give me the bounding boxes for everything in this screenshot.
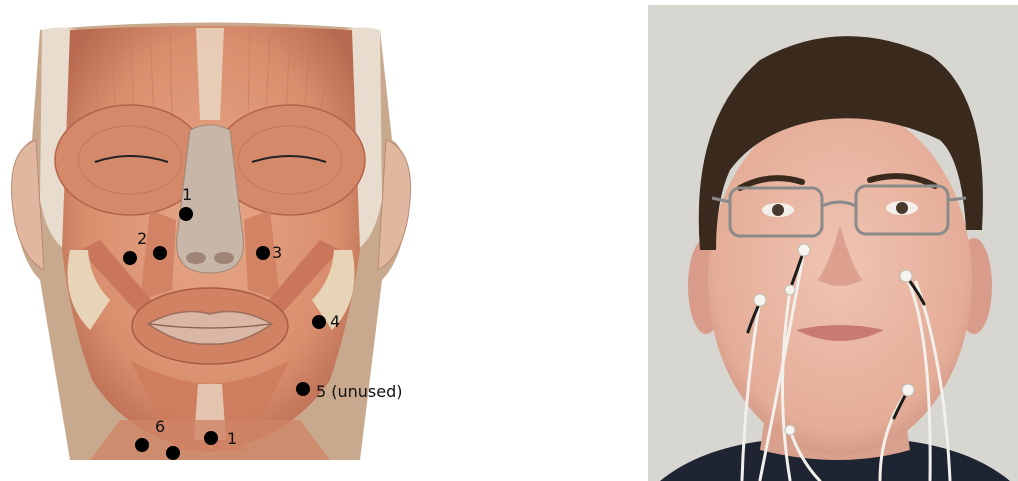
electrode-pad [900,270,912,282]
electrode-marker [166,446,180,460]
subject-photo [648,5,1018,481]
electrode-marker [153,246,167,260]
label-1-upper: 1 [182,185,192,204]
electrode-marker [135,438,149,452]
electrode-marker [204,431,218,445]
electrode-marker [123,251,137,265]
galea-center [196,28,224,120]
electrode-marker [256,246,270,260]
electrode-pad [902,384,914,396]
label-5-unused: 5 (unused) [316,382,403,401]
electrode-pad [785,425,795,435]
electrode-marker [179,207,193,221]
label-4: 4 [330,312,340,331]
label-1-lower: 1 [227,429,237,448]
label-2: 2 [137,229,147,248]
label-3: 3 [272,243,282,262]
electrode-marker [312,315,326,329]
label-6: 6 [155,417,165,436]
electrode-pad [785,285,795,295]
electrode-pad [798,244,810,256]
electrode-marker [296,382,310,396]
electrode-pad [754,294,766,306]
